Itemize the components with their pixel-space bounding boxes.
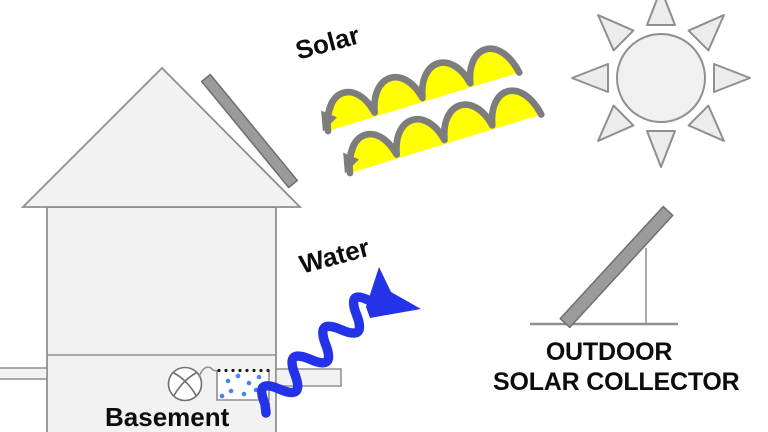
- left-pipe: [0, 367, 48, 380]
- outdoor-collector-icon: [530, 205, 678, 329]
- collector-caption: OUTDOOR SOLAR COLLECTOR: [493, 337, 740, 397]
- house-icon: [0, 66, 342, 432]
- solar-wave-arrow-icon: [343, 87, 545, 177]
- pump-icon: [167, 366, 218, 402]
- roof: [20, 66, 303, 208]
- collector-caption-line1: OUTDOOR: [545, 338, 673, 366]
- basement-label: Basement: [105, 402, 230, 432]
- tank-dotted-top: [217, 368, 270, 373]
- water-wave-arrow-icon: [257, 267, 421, 418]
- collector-caption-line2: SOLAR COLLECTOR: [493, 368, 740, 396]
- solar-wave-arrow-icon: [321, 45, 523, 135]
- solar-arrowhead: [343, 152, 360, 174]
- roof-panel-icon: [200, 73, 299, 189]
- pump-tank-connector: [198, 366, 218, 378]
- collector-panel: [559, 205, 674, 329]
- sun-icon: [571, 0, 751, 168]
- solar-arrowhead: [321, 110, 338, 132]
- right-pipe: [275, 368, 342, 387]
- water-arrowhead: [366, 267, 421, 318]
